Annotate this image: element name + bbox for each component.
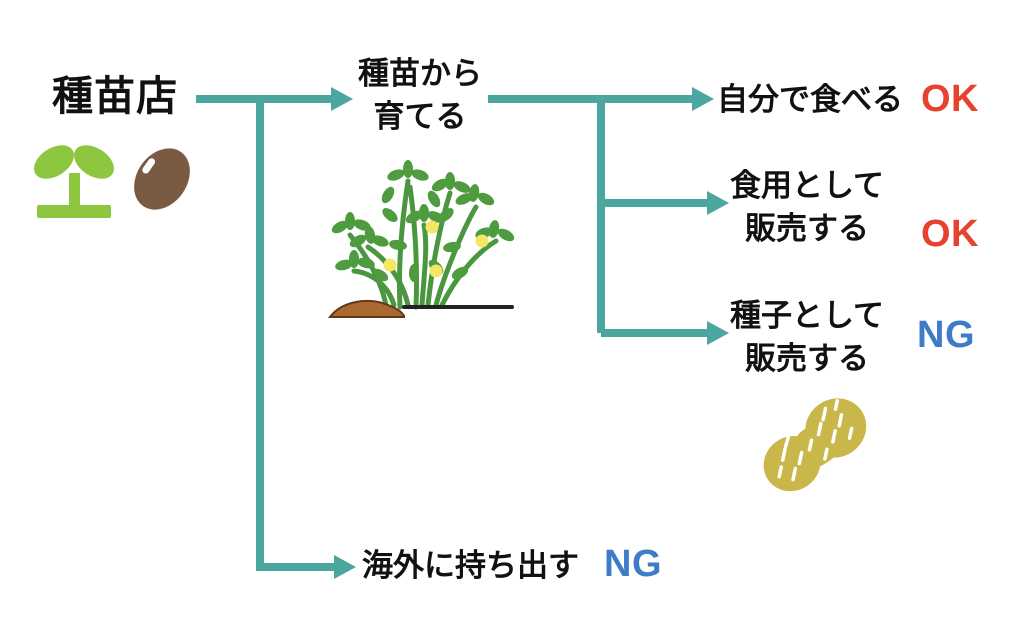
peanut-icon bbox=[763, 398, 867, 492]
verdict-sell-as-food: OK bbox=[921, 213, 979, 255]
arrowhead-eat-icon bbox=[692, 87, 714, 111]
ground-line bbox=[402, 305, 514, 309]
node-sell-as-food-line1: 食用として bbox=[729, 168, 885, 203]
verdict-take-overseas: NG bbox=[604, 543, 662, 585]
verdict-eat-yourself: OK bbox=[921, 78, 979, 120]
peanut-plant-illustration bbox=[328, 160, 515, 318]
node-grow-from-seedlings-line2: 育てる bbox=[373, 99, 467, 134]
connector-shop-to-overseas bbox=[256, 99, 334, 571]
arrowhead-grow-icon bbox=[331, 87, 353, 111]
seedling-icon bbox=[34, 145, 114, 218]
node-sell-as-food-line2: 販売する bbox=[745, 211, 869, 246]
bean-icon bbox=[134, 148, 190, 210]
arrowhead-sell-food-icon bbox=[707, 191, 729, 215]
node-grow-from-seedlings: 種苗から 育てる bbox=[330, 52, 510, 138]
node-sell-as-seed-line2: 販売する bbox=[745, 341, 869, 376]
node-eat-yourself: 自分で食べる bbox=[717, 82, 903, 117]
arrowhead-overseas-icon bbox=[334, 555, 356, 579]
node-sell-as-seed: 種子として 販売する bbox=[697, 294, 917, 380]
soil-mound bbox=[328, 300, 405, 318]
node-sell-as-seed-line1: 種子として bbox=[729, 298, 885, 333]
arrowhead-sell-seed-icon bbox=[707, 321, 729, 345]
node-seed-shop: 種苗店 bbox=[52, 73, 178, 119]
node-sell-as-food: 食用として 販売する bbox=[697, 164, 917, 250]
node-grow-from-seedlings-line1: 種苗から bbox=[358, 56, 482, 91]
verdict-sell-as-seed: NG bbox=[917, 314, 975, 356]
node-take-overseas: 海外に持ち出す bbox=[362, 548, 579, 583]
